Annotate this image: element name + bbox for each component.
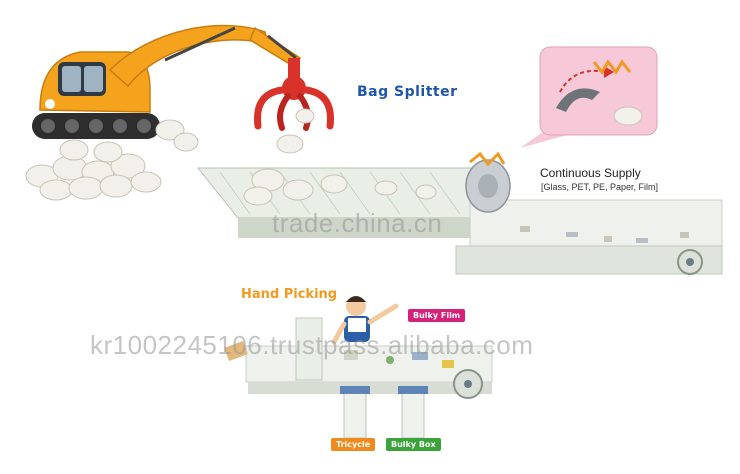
watermark-secondary: kr1002245106.trustpass.alibaba.com <box>90 330 534 360</box>
worker <box>331 296 399 345</box>
picked-items <box>224 341 454 368</box>
grabber <box>254 58 334 131</box>
supply-materials-label: [Glass, PET, PE, Paper, Film] <box>541 182 659 192</box>
waste-bag-pile <box>25 119 199 201</box>
drum <box>465 151 511 213</box>
supply-conveyor <box>455 199 723 275</box>
supply-debris <box>520 226 689 243</box>
continuous-supply-label: Continuous Supply <box>540 166 641 180</box>
bulky-film-tag: Bulky Film <box>408 309 466 322</box>
picking-conveyor <box>245 317 493 399</box>
belt-bags <box>243 108 437 206</box>
bulky-box-tag: Bulky Box <box>386 438 441 451</box>
excavator <box>32 24 302 139</box>
hand-picking-label: Hand Picking <box>241 287 338 302</box>
callout-bubble <box>520 46 658 148</box>
chutes <box>340 386 428 439</box>
bag-splitter-label: Bag Splitter <box>357 84 458 100</box>
tricycle-tag: Tricycle <box>331 438 376 451</box>
watermark-primary: trade.china.cn <box>272 208 443 238</box>
